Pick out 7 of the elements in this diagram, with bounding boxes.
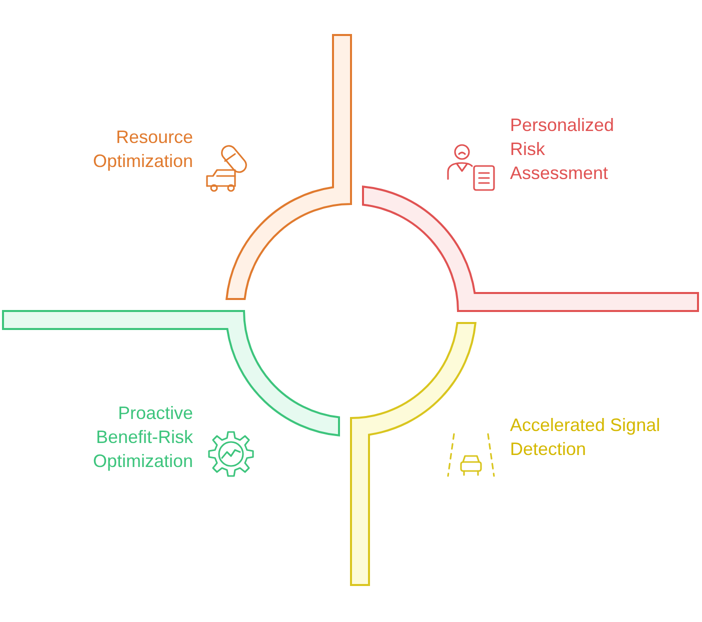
curved-band-shape bbox=[350, 322, 476, 586]
curved-band-shape bbox=[226, 34, 352, 300]
curved-band-shape bbox=[362, 186, 699, 312]
label-text: Proactive Benefit-Risk Optimization bbox=[92, 402, 193, 473]
label-text: Resource Optimization bbox=[92, 126, 193, 173]
label-text: Accelerated Signal Detection bbox=[510, 414, 662, 461]
label-text: Personalized Risk Assessment bbox=[510, 114, 616, 185]
